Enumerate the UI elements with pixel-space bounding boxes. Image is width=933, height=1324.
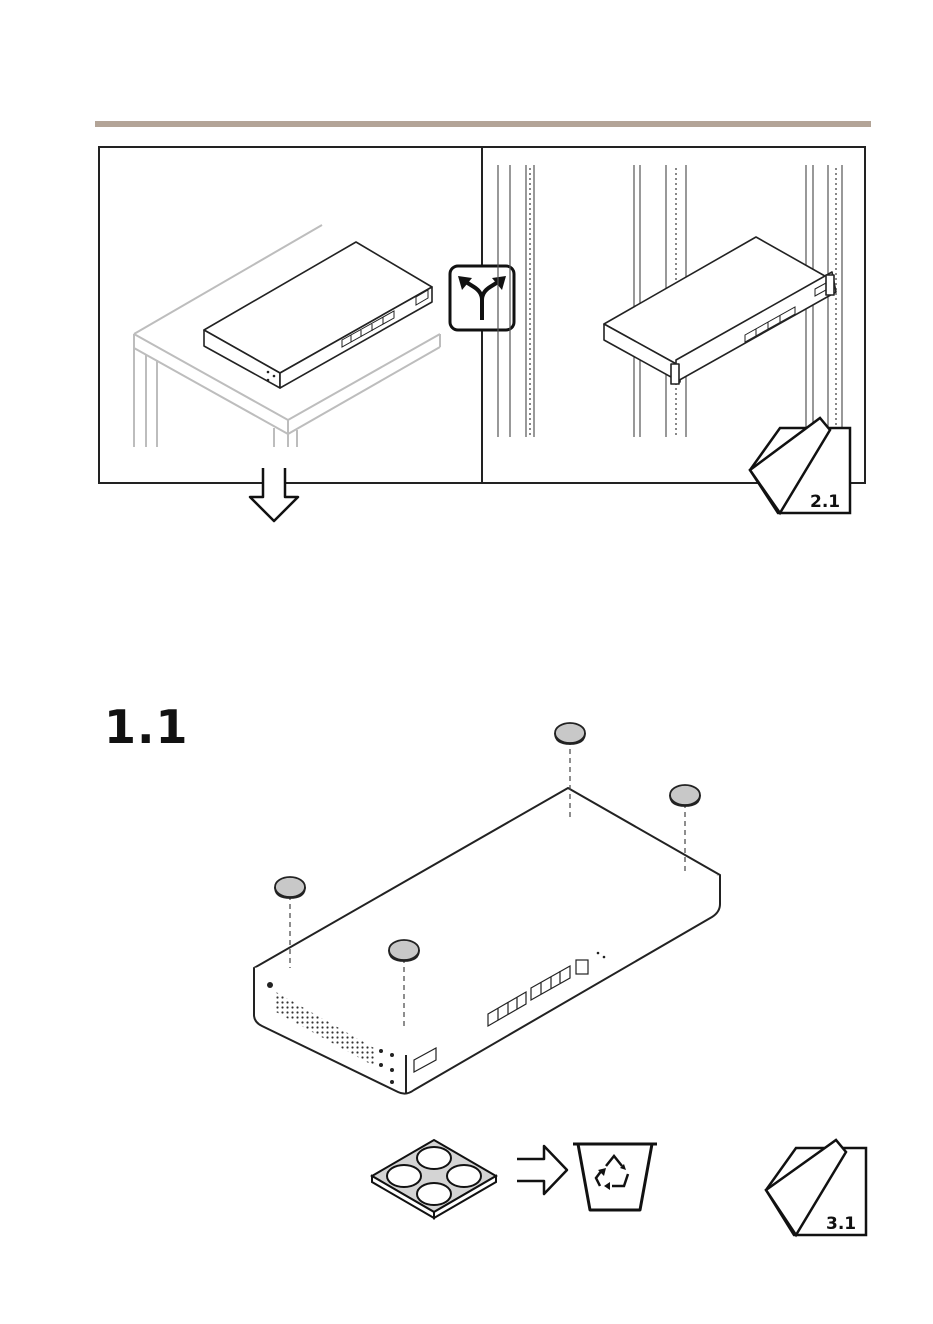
desk-placement-illustration — [134, 225, 440, 447]
page-ref-2-1[interactable]: 2.1 — [810, 492, 840, 512]
step-number: 1.1 — [104, 700, 189, 754]
page-ref-3-1[interactable]: 3.1 — [826, 1214, 856, 1234]
rack-mount-illustration — [498, 165, 842, 437]
page-turn-icon-next: 3.1 — [766, 1140, 866, 1235]
recycle-bin-icon — [573, 1144, 657, 1210]
fork-arrow-icon — [450, 266, 514, 330]
down-arrow-icon — [250, 468, 298, 521]
feet-sheet-icon — [372, 1140, 496, 1218]
right-arrow-icon — [517, 1146, 567, 1194]
page-turn-icon: 2.1 — [750, 418, 850, 513]
device-top-view — [254, 788, 720, 1094]
